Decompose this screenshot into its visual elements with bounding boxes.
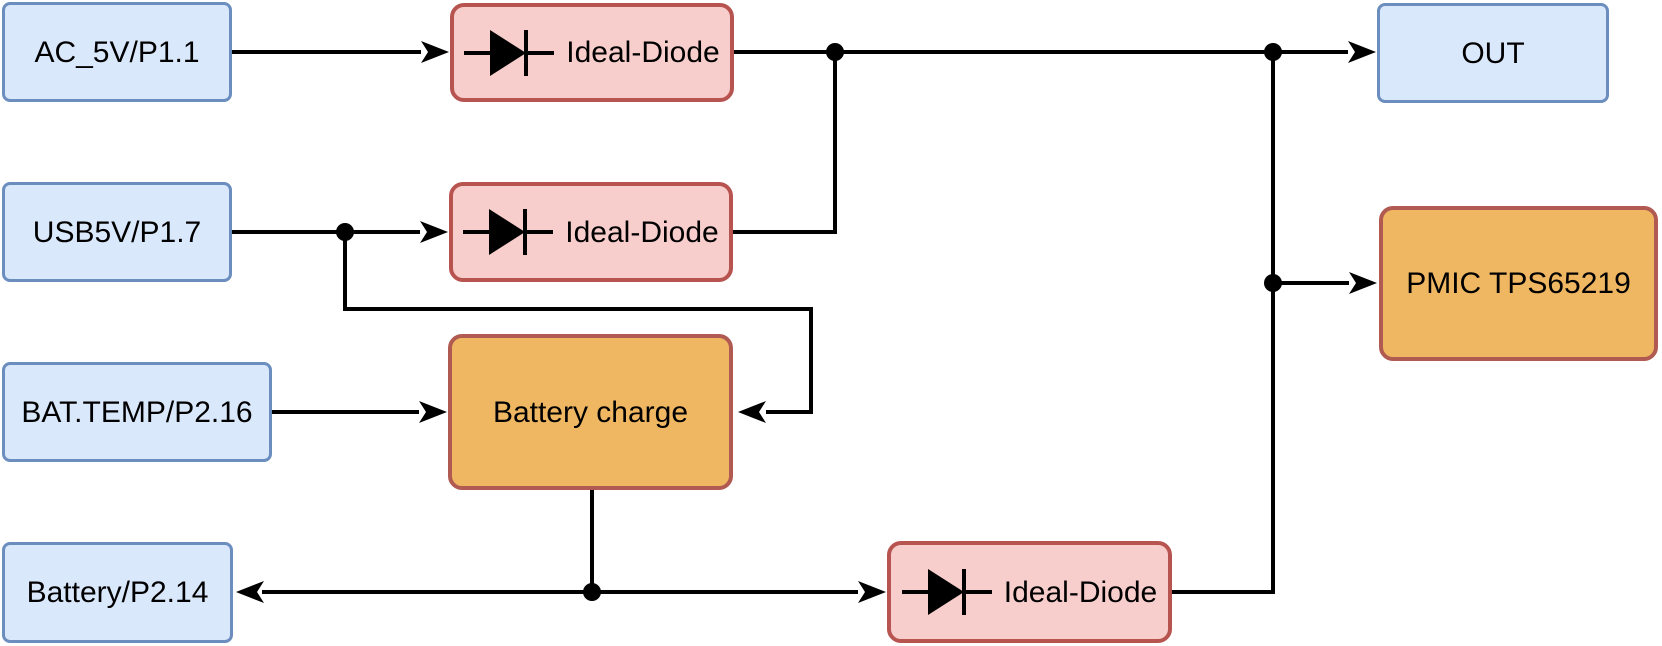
- node-ideal-diode-1: Ideal-Diode: [450, 3, 734, 102]
- arrowhead-into-battery: [236, 581, 264, 603]
- node-usb5v: USB5V/P1.7: [2, 182, 232, 282]
- wire-diode2-to-rail: [733, 52, 837, 234]
- node-bat-temp: BAT.TEMP/P2.16: [2, 362, 272, 462]
- arrowhead-into-diode1: [421, 41, 449, 63]
- arrowhead-into-charge-left: [419, 401, 447, 423]
- arrowhead-into-charge-right: [738, 401, 766, 423]
- node-out: OUT: [1377, 3, 1609, 103]
- junction-usb: [336, 223, 354, 241]
- node-out-label: OUT: [1461, 36, 1525, 70]
- arrowhead-into-pmic: [1349, 272, 1377, 294]
- diode-icon: [463, 209, 554, 255]
- node-battery-charge-label: Battery charge: [492, 395, 689, 429]
- node-battery: Battery/P2.14: [2, 542, 233, 643]
- node-ac-5v: AC_5V/P1.1: [2, 2, 232, 102]
- diode-icon: [464, 29, 555, 76]
- node-bat-temp-label: BAT.TEMP/P2.16: [21, 395, 253, 429]
- junction-out-rail: [1264, 43, 1282, 61]
- arrowhead-into-out: [1348, 41, 1376, 63]
- node-pmic-label: PMIC TPS65219: [1406, 267, 1631, 300]
- wire-diode3-to-rail: [1172, 52, 1275, 594]
- node-pmic: PMIC TPS65219: [1379, 206, 1658, 361]
- arrowhead-into-diode2: [420, 221, 448, 243]
- node-ideal-diode-3: Ideal-Diode: [887, 541, 1172, 643]
- node-ideal-diode-1-label: Ideal-Diode: [566, 36, 720, 69]
- junction-pmic-rail: [1264, 274, 1282, 292]
- node-battery-charge: Battery charge: [448, 334, 733, 490]
- node-ac-5v-label: AC_5V/P1.1: [34, 35, 200, 69]
- node-ideal-diode-3-label: Ideal-Diode: [1003, 575, 1158, 609]
- node-ideal-diode-2-label: Ideal-Diode: [565, 215, 719, 249]
- junction-top-rail: [826, 43, 844, 61]
- node-ideal-diode-2: Ideal-Diode: [449, 182, 733, 282]
- arrowhead-into-diode3: [858, 581, 886, 603]
- node-usb5v-label: USB5V/P1.7: [32, 215, 202, 249]
- node-battery-label: Battery/P2.14: [26, 576, 209, 609]
- diode-icon: [901, 569, 992, 615]
- wire-usb-to-charge: [343, 232, 813, 414]
- junction-battery-rail: [583, 583, 601, 601]
